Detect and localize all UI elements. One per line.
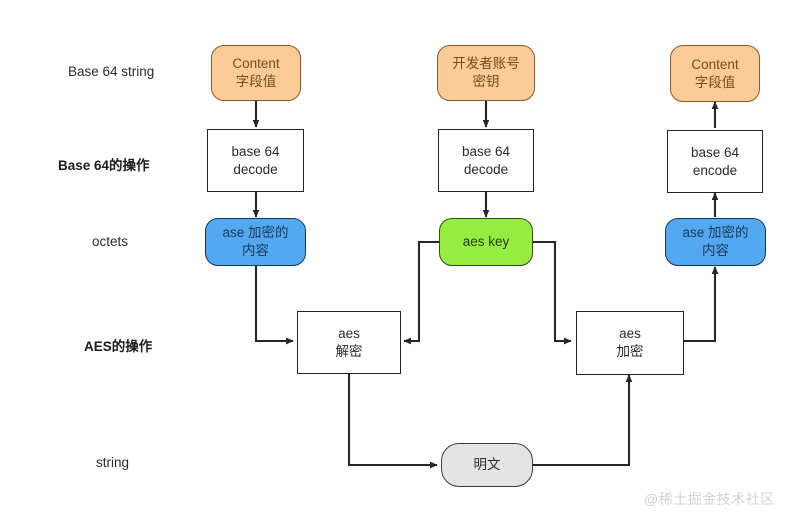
wire-aes-decrypt-to-plaintext (347, 374, 438, 469)
node-aes-encrypted-content-left[interactable]: ase 加密的 内容 (205, 218, 306, 266)
node-line: base 64 (231, 143, 280, 159)
node-line: base 64 (461, 143, 511, 159)
row-label-string: string (96, 455, 130, 470)
wire-aeskey-to-aes-encrypt (533, 240, 572, 345)
row-label-octets: octets (92, 234, 129, 249)
node-line: 内容 (702, 243, 729, 258)
node-line: encode (692, 162, 738, 178)
node-line: 内容 (242, 243, 269, 258)
node-base64-decode-left[interactable]: base 64 decode (207, 129, 304, 192)
node-base64-encode-right[interactable]: base 64 encode (667, 130, 763, 193)
node-plaintext[interactable]: 明文 (441, 443, 533, 487)
node-line: Content (691, 56, 739, 72)
node-line: Content (232, 56, 280, 72)
node-line: ase 加密的 (682, 225, 749, 241)
wire-plaintext-to-aes-encrypt (533, 374, 633, 467)
node-line: aes (619, 326, 641, 342)
wire-aeskey-to-aes-decrypt (403, 240, 439, 345)
node-content-field-left[interactable]: Content 字段值 (211, 45, 301, 101)
node-line: decode (463, 161, 509, 177)
node-line: 明文 (473, 457, 501, 473)
row-label-aes-operation: AES的操作 (84, 339, 153, 354)
node-aes-key[interactable]: aes key (439, 218, 533, 266)
node-line: 开发者账号 (452, 56, 520, 72)
node-base64-decode-mid[interactable]: base 64 decode (438, 129, 534, 192)
node-line: 字段值 (694, 74, 736, 90)
node-line: aes key (462, 234, 510, 250)
node-developer-key[interactable]: 开发者账号 密钥 (437, 45, 535, 101)
node-aes-decrypt[interactable]: aes 解密 (297, 311, 401, 374)
node-line: decode (233, 161, 278, 177)
watermark: @稀土掘金技术社区 (644, 491, 775, 507)
node-line: 密钥 (472, 74, 500, 89)
node-line: 解密 (335, 343, 363, 359)
node-line: ase 加密的 (222, 225, 289, 241)
row-label-base64-operation: Base 64的操作 (58, 158, 150, 173)
wire-aes-encrypt-to-octets-right (684, 266, 719, 343)
node-line: 字段值 (235, 74, 277, 89)
row-label-base64-string: Base 64 string (68, 64, 155, 79)
node-line: 加密 (616, 344, 644, 359)
node-aes-encrypt[interactable]: aes 加密 (576, 311, 684, 375)
node-line: aes (338, 325, 360, 341)
node-content-field-right[interactable]: Content 字段值 (670, 45, 760, 102)
wire-octets-left-to-aes-decrypt (254, 266, 294, 345)
node-line: base 64 (690, 144, 740, 160)
node-aes-encrypted-content-right[interactable]: ase 加密的 内容 (665, 218, 766, 266)
